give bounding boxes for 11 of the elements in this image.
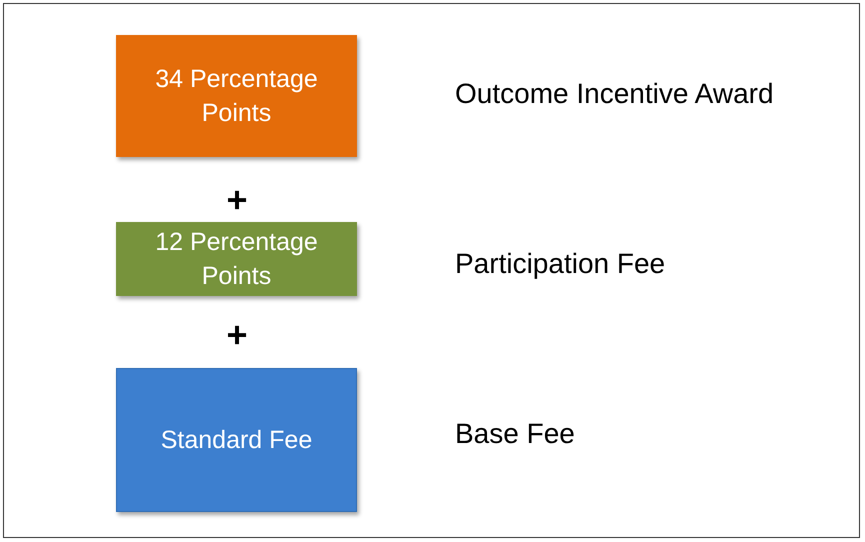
fee-label: Outcome Incentive Award <box>455 78 774 110</box>
box-text: Standard Fee <box>160 425 314 456</box>
value-box <box>116 222 357 296</box>
box-text: 12 Percentage Points <box>154 227 319 292</box>
value-box <box>116 35 357 157</box>
box-text: 34 Percentage Points <box>154 64 319 129</box>
fee-label: Participation Fee <box>455 248 666 280</box>
plus-sign: + <box>225 314 249 356</box>
plus-sign: + <box>225 179 249 221</box>
fee-label: Base Fee <box>455 418 575 450</box>
value-box <box>116 368 357 512</box>
